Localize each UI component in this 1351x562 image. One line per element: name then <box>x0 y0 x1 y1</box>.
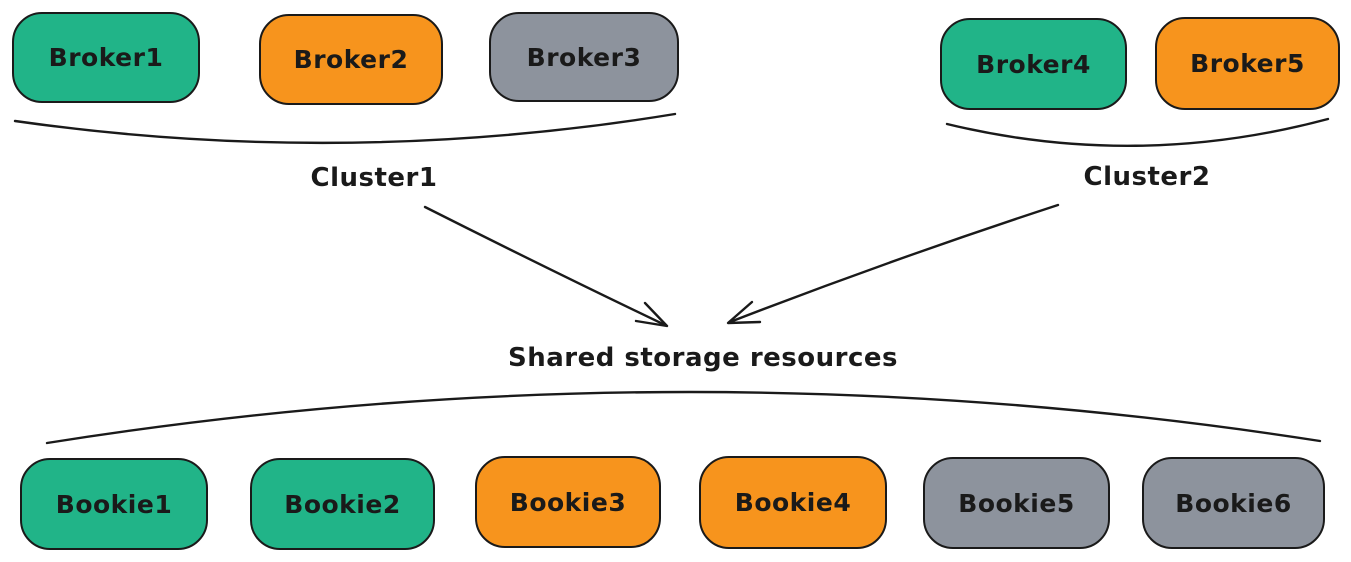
bookie6-node: Bookie6 <box>1142 457 1325 549</box>
bookies-arc-line <box>45 390 1322 445</box>
broker1-label: Broker1 <box>48 43 164 72</box>
broker2-node: Broker2 <box>259 14 443 105</box>
broker2-label: Broker2 <box>293 45 409 74</box>
bookie4-label: Bookie4 <box>734 488 852 517</box>
cluster1-label: Cluster1 <box>310 163 438 193</box>
shared-storage-label: Shared storage resources <box>508 343 898 373</box>
bookie1-node: Bookie1 <box>20 458 208 550</box>
broker3-node: Broker3 <box>489 12 679 102</box>
arrow-cluster2-head-icon <box>726 300 762 325</box>
cluster1-brace-line <box>13 112 677 145</box>
bookie2-node: Bookie2 <box>250 458 435 550</box>
broker5-node: Broker5 <box>1155 17 1340 110</box>
bookie5-label: Bookie5 <box>958 488 1075 518</box>
bookie6-label: Bookie6 <box>1175 488 1292 518</box>
arrow-cluster1-to-storage <box>423 205 667 327</box>
arrow-cluster2-to-storage <box>728 203 1060 324</box>
cluster2-label: Cluster2 <box>1083 162 1211 192</box>
broker3-label: Broker3 <box>526 42 642 72</box>
broker1-node: Broker1 <box>12 12 200 103</box>
bookie1-label: Bookie1 <box>55 489 173 519</box>
broker4-node: Broker4 <box>940 18 1127 110</box>
arrow-cluster1-head-icon <box>634 301 669 328</box>
bookie4-node: Bookie4 <box>699 456 887 549</box>
broker4-label: Broker4 <box>976 49 1091 79</box>
broker5-label: Broker5 <box>1190 49 1305 78</box>
bookie5-node: Bookie5 <box>923 457 1110 549</box>
bookie3-label: Bookie3 <box>509 487 627 517</box>
bookie2-label: Bookie2 <box>284 489 401 519</box>
bookie3-node: Bookie3 <box>475 456 661 548</box>
cluster2-brace-line <box>945 117 1330 147</box>
